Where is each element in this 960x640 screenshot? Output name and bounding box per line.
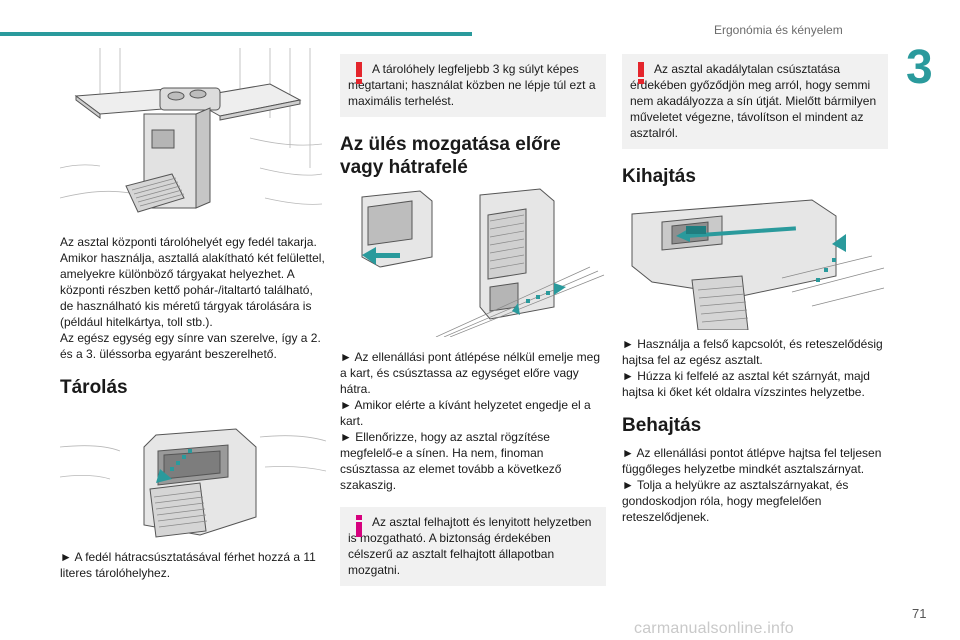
warning-exclamation-icon [356, 62, 362, 84]
intro-paragraph: Az egész egység egy sínre van szerelve, … [60, 331, 321, 361]
fold-steps: ► Az ellenállási pontot átlépve hajtsa f… [622, 445, 888, 525]
warning-text: A tárolóhely legfeljebb 3 kg súlyt képes… [348, 62, 596, 108]
chapter-number: 3 [906, 41, 933, 94]
header-accent-bar [0, 32, 472, 36]
watermark: carmanualsonline.info [634, 620, 794, 637]
intro-paragraph: Az asztal központi tárolóhelyét egy fedé… [60, 235, 325, 329]
column-middle: A tárolóhely legfeljebb 3 kg súlyt képes… [340, 54, 606, 586]
storage-text: ► A fedél hátracsúsztatásával férhet hoz… [60, 550, 316, 580]
section-title: Ergonómia és kényelem [714, 23, 843, 37]
unfold-step: ► Húzza ki felfelé az asztal két szárnyá… [622, 369, 870, 399]
warning-box-load: A tárolóhely legfeljebb 3 kg súlyt képes… [340, 54, 606, 117]
warning-exclamation-icon [638, 62, 644, 84]
fold-step: ► Az ellenállási pontot átlépve hajtsa f… [622, 446, 882, 476]
info-box-move: Az asztal felhajtott és lenyitott helyze… [340, 507, 606, 586]
unfold-steps: ► Használja a felső kapcsolót, és retesz… [622, 336, 888, 400]
fold-step: ► Tolja a helyükre az asztalszárnyakat, … [622, 478, 849, 524]
unfold-step: ► Használja a felső kapcsolót, és retesz… [622, 337, 883, 367]
info-i-icon [356, 515, 362, 537]
move-heading: Az ülés mozgatása előre vagy hátrafelé [340, 134, 561, 178]
move-steps: ► Az ellenállási pont átlépése nélkül em… [340, 349, 606, 493]
unfold-illustration [622, 196, 888, 330]
move-step: ► Ellenőrizze, hogy az asztal rögzítése … [340, 430, 562, 492]
storage-illustration [60, 407, 326, 543]
column-right: Az asztal akadálytalan csúsztatása érdek… [622, 54, 888, 525]
move-step: ► Amikor elérte a kívánt helyzetet enged… [340, 398, 591, 428]
intro-text: Az asztal központi tárolóhelyét egy fedé… [60, 234, 326, 362]
page-number: 71 [912, 606, 927, 621]
table-overview-illustration [60, 48, 326, 224]
move-step: ► Az ellenállási pont átlépése nélkül em… [340, 350, 601, 396]
column-left: Az asztal központi tárolóhelyét egy fedé… [60, 48, 326, 581]
fold-heading: Behajtás [622, 415, 702, 436]
warning-text: Az asztal akadálytalan csúsztatása érdek… [630, 62, 877, 140]
slide-illustration [340, 187, 606, 337]
unfold-heading: Kihajtás [622, 166, 696, 187]
info-text: Az asztal felhajtott és lenyitott helyze… [348, 515, 592, 577]
warning-box-rail: Az asztal akadálytalan csúsztatása érdek… [622, 54, 888, 149]
storage-heading: Tárolás [60, 377, 128, 398]
